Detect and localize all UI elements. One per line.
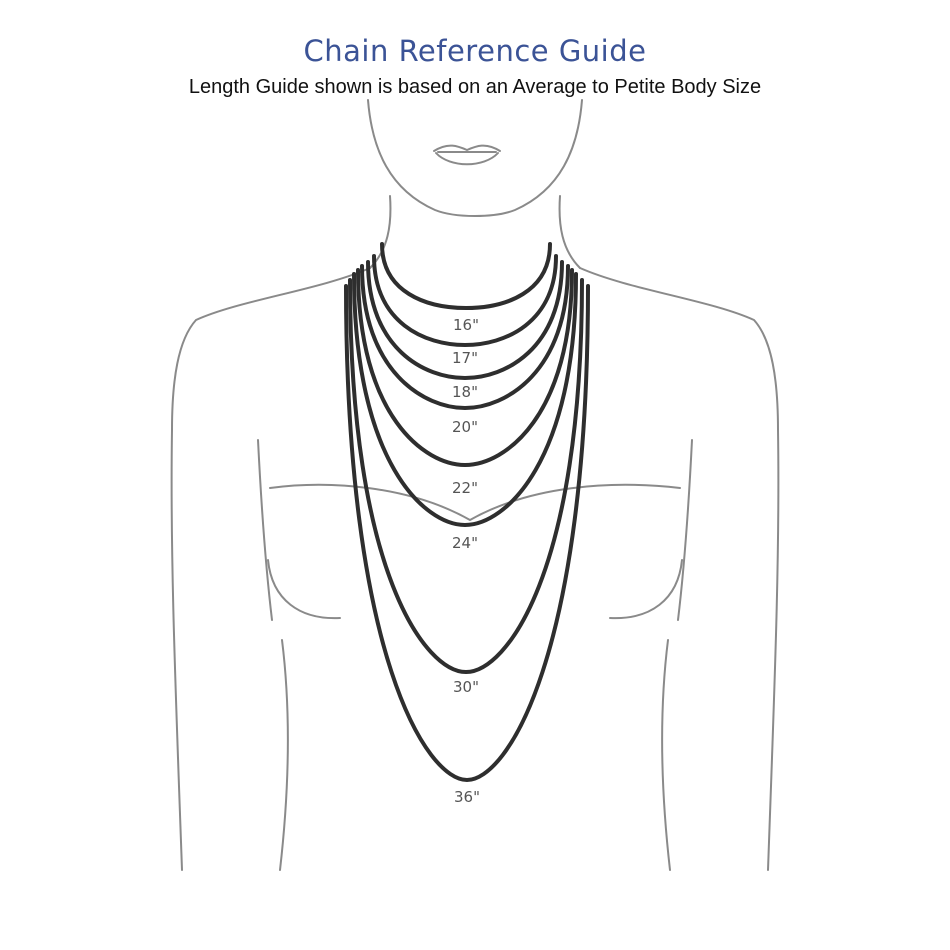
neck-right (558, 195, 581, 269)
lips (433, 144, 501, 152)
chain-5 (356, 268, 574, 468)
chains-layer (344, 242, 590, 783)
chain-1 (380, 242, 552, 311)
breast-left (267, 559, 341, 620)
chain-length-label: 20" (452, 418, 478, 436)
chain-length-label: 36" (454, 788, 480, 806)
chain-length-label: 22" (452, 479, 478, 497)
lips-lower (435, 152, 499, 166)
shoulder-left (171, 267, 371, 431)
chain-8 (344, 284, 590, 783)
chain-length-label: 30" (453, 678, 479, 696)
shoulder-right (579, 267, 779, 431)
arm-left-inner (257, 439, 273, 621)
chain-7 (348, 278, 584, 675)
page-title: Chain Reference Guide (303, 34, 647, 68)
torso-left (170, 429, 183, 871)
chest-line (269, 483, 681, 521)
chain-length-label: 18" (452, 383, 478, 401)
face-outline (367, 99, 583, 217)
breast-right (609, 559, 683, 620)
chain-4 (360, 264, 570, 411)
waist-right (661, 639, 671, 871)
page-subtitle: Length Guide shown is based on an Averag… (188, 76, 762, 98)
chain-length-label: 17" (452, 349, 478, 367)
chain-3 (366, 260, 564, 381)
torso-right (767, 429, 780, 871)
arm-right-inner (677, 439, 693, 621)
labels-layer: 16" 17" 18" 20" 22" 24" 30" 36" (452, 316, 480, 806)
chain-length-label: 24" (452, 534, 478, 552)
chain-2 (372, 254, 558, 348)
chain-length-label: 16" (453, 316, 479, 334)
waist-left (279, 639, 289, 871)
chain-6 (352, 272, 578, 528)
